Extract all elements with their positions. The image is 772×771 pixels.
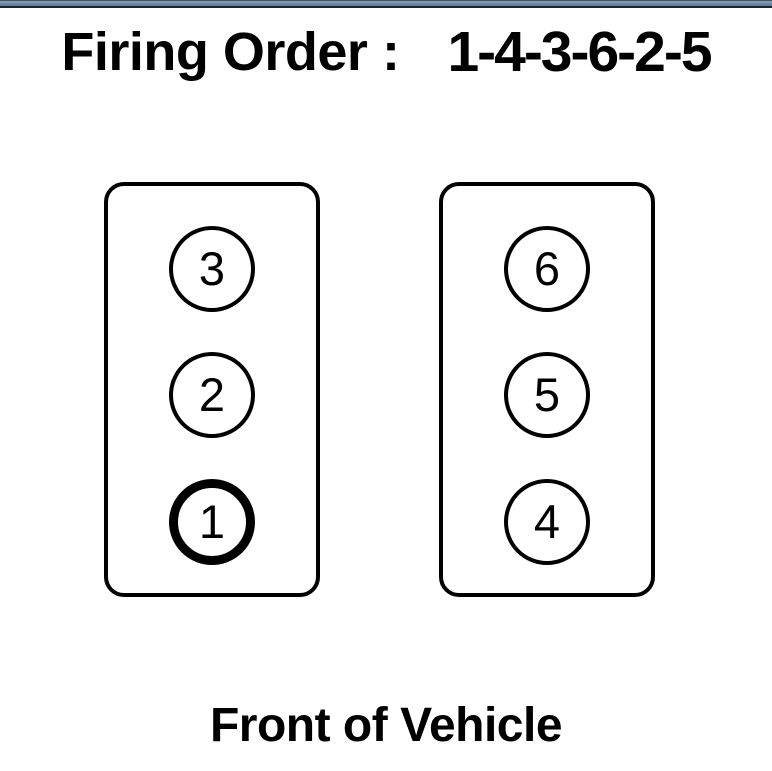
cylinder-number-label: 4 <box>533 494 561 548</box>
cylinder-number-label: 1 <box>198 494 226 548</box>
window-title-bar <box>0 0 772 8</box>
right-cylinder-bank: 6 5 4 <box>439 182 655 597</box>
cylinder-1: 1 <box>169 479 255 565</box>
firing-order-sequence: 1-4-3-6-2-5 <box>447 19 712 84</box>
front-of-vehicle-caption: Front of Vehicle <box>209 699 563 752</box>
cylinder-6: 6 <box>504 226 590 312</box>
title-row: Firing Order : 1-4-3-6-2-5 <box>0 18 772 86</box>
cylinder-4: 4 <box>504 479 590 565</box>
left-cylinder-bank: 3 2 1 <box>104 182 320 597</box>
cylinder-number-label: 5 <box>533 367 561 421</box>
cylinder-number-label: 6 <box>533 241 561 295</box>
firing-order-label: Firing Order : <box>61 22 400 82</box>
cylinder-number-label: 2 <box>198 367 226 421</box>
cylinder-number-label: 3 <box>198 241 226 295</box>
cylinder-2: 2 <box>169 352 255 438</box>
cylinder-3: 3 <box>169 226 255 312</box>
cylinder-5: 5 <box>504 352 590 438</box>
